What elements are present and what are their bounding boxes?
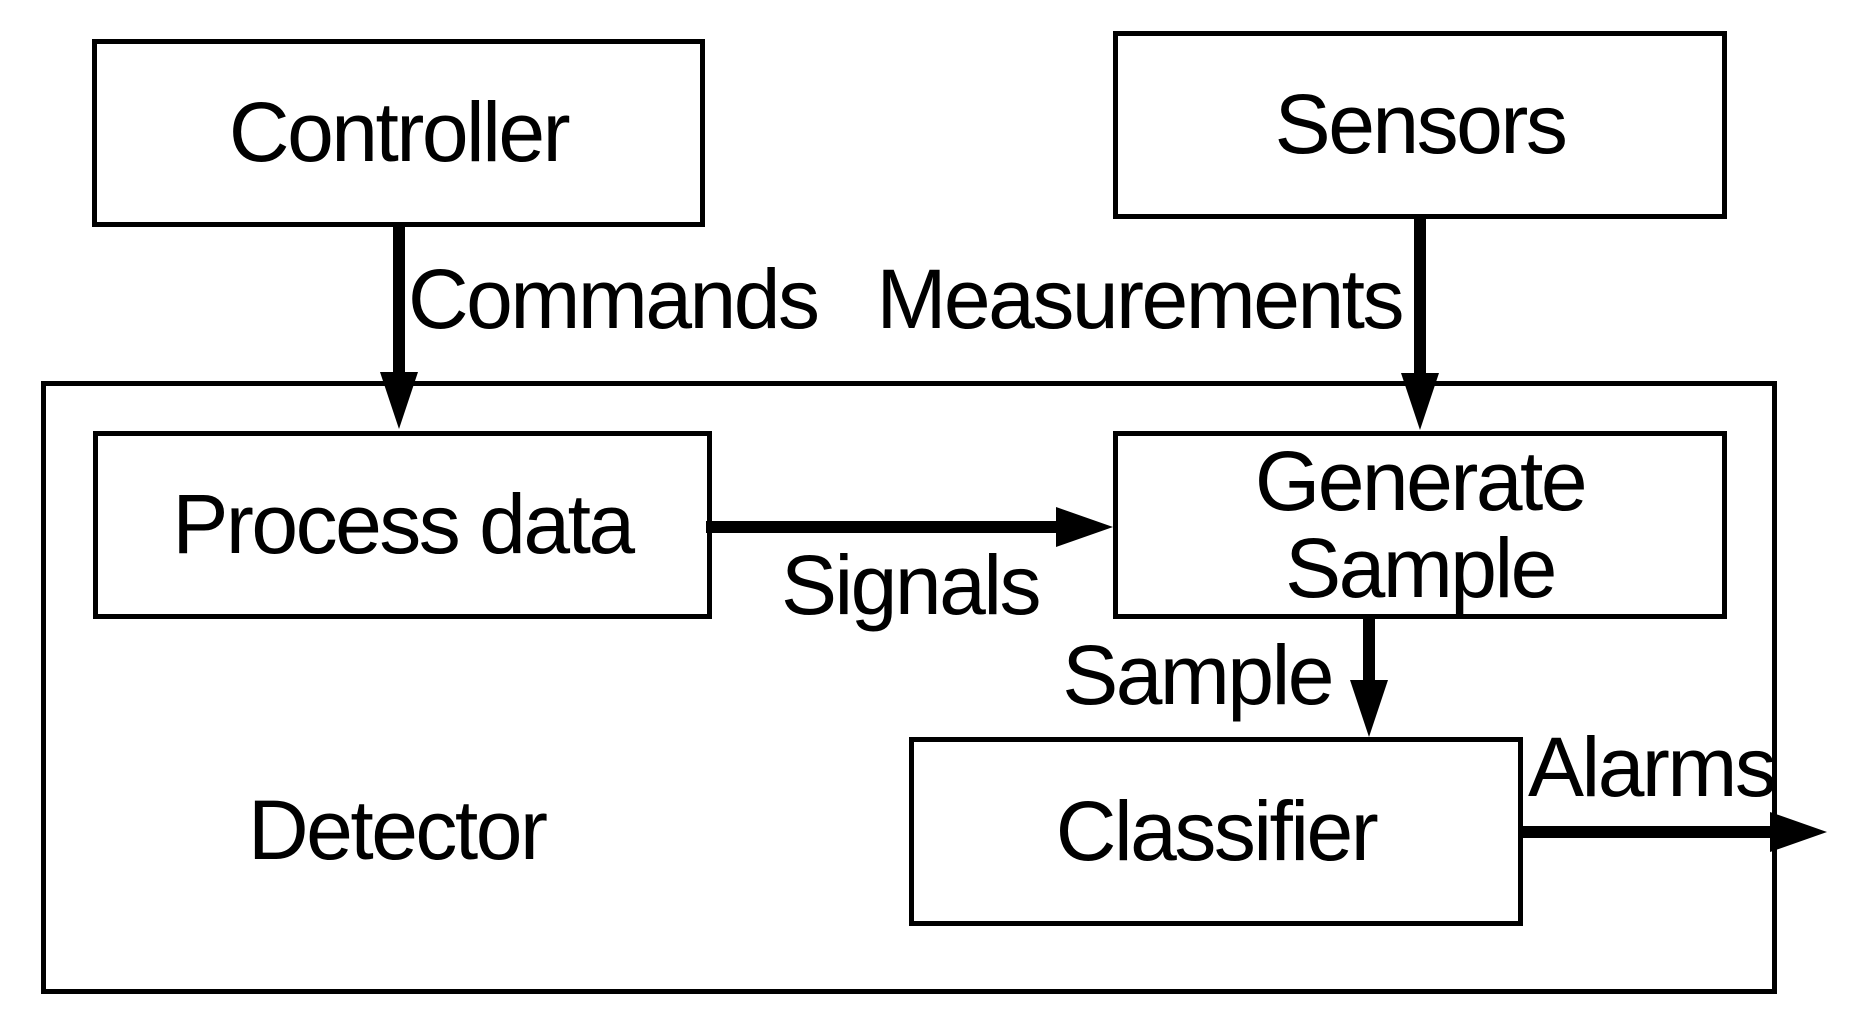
commands-arrow-stem <box>393 227 405 375</box>
signals-arrowhead-icon <box>1056 507 1113 547</box>
alarms-arrowhead-icon <box>1770 812 1827 852</box>
generate-sample-label: Generate Sample <box>1255 437 1588 615</box>
controller-label: Controller <box>228 85 571 180</box>
sample-arrowhead-icon <box>1350 680 1388 737</box>
sample-arrow-stem <box>1363 619 1375 683</box>
signals-edge-label: Signals <box>780 538 1042 632</box>
controller-box: Controller <box>92 39 705 227</box>
process-data-box: Process data <box>93 431 712 619</box>
alarms-edge-label: Alarms <box>1528 720 1777 814</box>
sensors-label: Sensors <box>1274 77 1568 172</box>
detector-label: Detector <box>248 783 548 877</box>
generate-sample-box: Generate Sample <box>1113 431 1727 619</box>
sample-edge-label: Sample <box>1062 628 1334 722</box>
generate-sample-label-line1: Generate <box>1254 433 1588 528</box>
classifier-label: Classifier <box>1055 783 1379 878</box>
alarms-arrow-stem <box>1523 826 1773 838</box>
classifier-box: Classifier <box>909 737 1523 926</box>
process-data-label: Process data <box>172 477 635 572</box>
measurements-arrow-stem <box>1414 219 1426 375</box>
commands-edge-label: Commands <box>408 252 820 346</box>
generate-sample-label-line2: Sample <box>1285 521 1557 615</box>
signals-arrow-stem <box>706 521 1058 533</box>
measurements-edge-label: Measurements <box>876 252 1404 346</box>
measurements-arrowhead-icon <box>1401 373 1439 430</box>
sensors-box: Sensors <box>1113 31 1727 219</box>
commands-arrowhead-icon <box>380 372 418 429</box>
